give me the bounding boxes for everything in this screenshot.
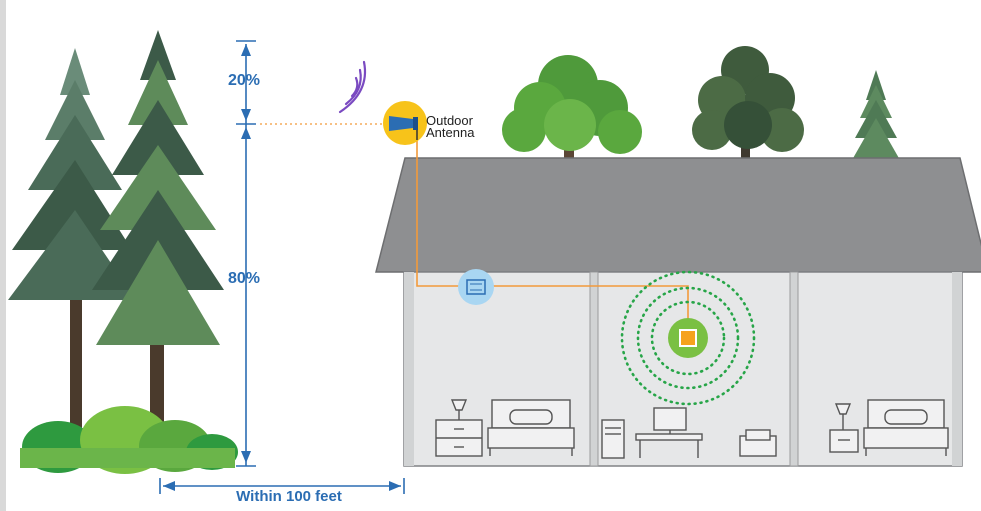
bushes <box>20 406 238 474</box>
signal-coverage <box>620 270 756 406</box>
small-pine <box>852 70 900 160</box>
antenna-icon <box>383 101 427 145</box>
coax-cable <box>416 132 689 326</box>
round-tree-left <box>502 55 642 165</box>
distance-label: Within 100 feet <box>236 488 342 505</box>
left-edge <box>0 0 6 511</box>
pine-tree-front <box>92 30 224 435</box>
room-right-furniture <box>829 399 949 456</box>
room-left-furniture <box>435 399 575 457</box>
antenna-label-line1: Outdoor <box>426 113 473 128</box>
roof <box>375 157 981 273</box>
background-trees <box>502 46 900 165</box>
distance-measurement <box>159 478 405 494</box>
left-pine-trees <box>8 30 224 435</box>
round-tree-right <box>692 46 804 162</box>
bottom-percent-label: 80% <box>228 270 261 287</box>
pine-tree-back <box>8 48 136 435</box>
antenna-label-line2: Antenna <box>426 125 475 140</box>
room-middle-furniture <box>601 407 777 459</box>
outdoor-antenna-label: Outdoor Antenna <box>426 113 475 140</box>
top-percent-label: 20% <box>228 72 261 89</box>
indoor-antenna-icon <box>668 318 708 358</box>
height-measurement <box>236 40 383 467</box>
signal-waves-icon <box>338 60 367 114</box>
booster-icon <box>458 269 494 305</box>
